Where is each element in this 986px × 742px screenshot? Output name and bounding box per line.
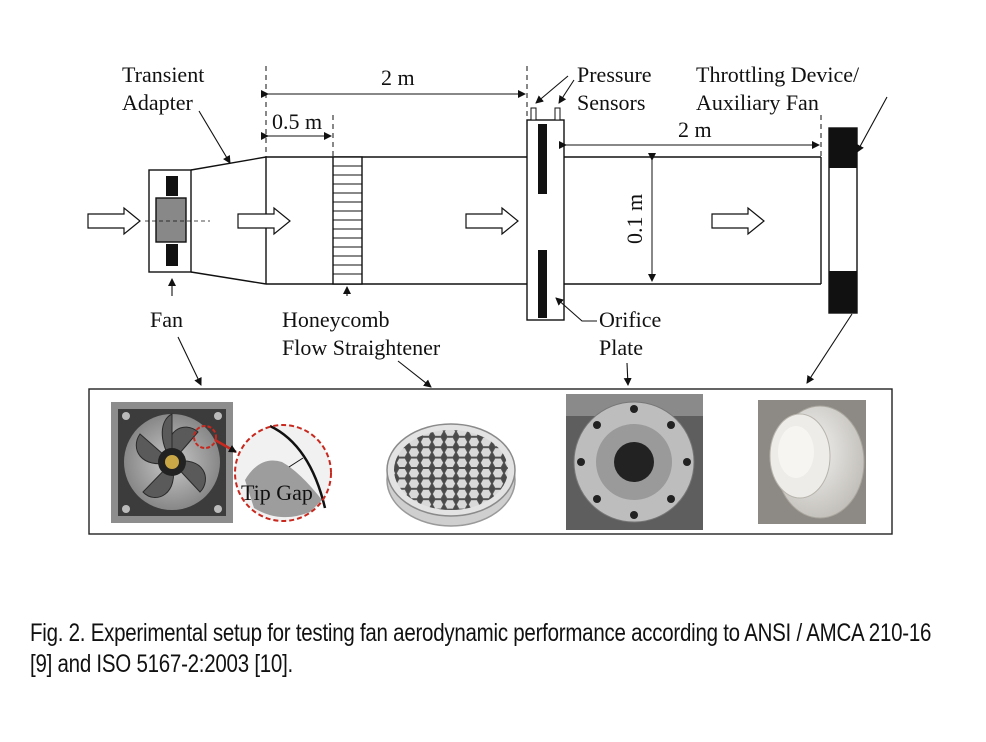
throttling-photo <box>758 400 866 524</box>
orifice-plate <box>526 119 565 321</box>
honeycomb-photo <box>386 423 516 527</box>
honeycomb-straightener <box>332 156 363 285</box>
honeycomb-label: Flow Straightener <box>282 335 441 360</box>
dimension-05m-label: 0.5 m <box>272 109 322 134</box>
dimension-2m-top-label: 2 m <box>381 65 415 90</box>
orifice-plate-label: Orifice <box>599 307 661 332</box>
pressure-sensors <box>530 107 561 121</box>
fan-hub <box>155 197 187 243</box>
honeycomb-label: Honeycomb <box>282 307 390 332</box>
orifice-plate-label: Plate <box>599 335 643 360</box>
dimension-01m-label: 0.1 m <box>622 194 647 244</box>
transient-adapter-label: Transient <box>122 62 204 87</box>
orifice-photo <box>566 394 703 530</box>
dimensions <box>261 66 822 282</box>
flow-arrow-icon <box>711 206 765 236</box>
throttling-device-label: Auxiliary Fan <box>696 90 819 115</box>
throttling-device-label: Throttling Device/ <box>696 62 860 87</box>
flow-arrows <box>87 206 765 236</box>
pressure-sensors-label: Sensors <box>577 90 645 115</box>
flow-arrow-icon <box>87 206 141 236</box>
throttling-device <box>828 127 858 314</box>
tip-gap-label: Tip Gap <box>241 480 313 505</box>
flow-arrow-icon <box>237 206 291 236</box>
flow-arrow-icon <box>465 206 519 236</box>
leader-lines <box>168 75 888 388</box>
tip-gap-zoom: Tip Gap <box>234 424 332 522</box>
fan-blade-top <box>166 176 178 196</box>
fan-label: Fan <box>150 307 183 332</box>
tip-gap-highlight <box>193 425 217 449</box>
pressure-sensors-label: Pressure <box>577 62 652 87</box>
fan-blade-bottom <box>166 244 178 266</box>
schematic <box>145 107 858 321</box>
fan-photo <box>111 402 237 523</box>
dimension-2m-right-label: 2 m <box>678 117 712 142</box>
labels: Transient Adapter 2 m 0.5 m Pressure Sen… <box>122 62 860 360</box>
figure-caption: Fig. 2. Experimental setup for testing f… <box>30 619 932 678</box>
transient-adapter-label: Adapter <box>122 90 194 115</box>
